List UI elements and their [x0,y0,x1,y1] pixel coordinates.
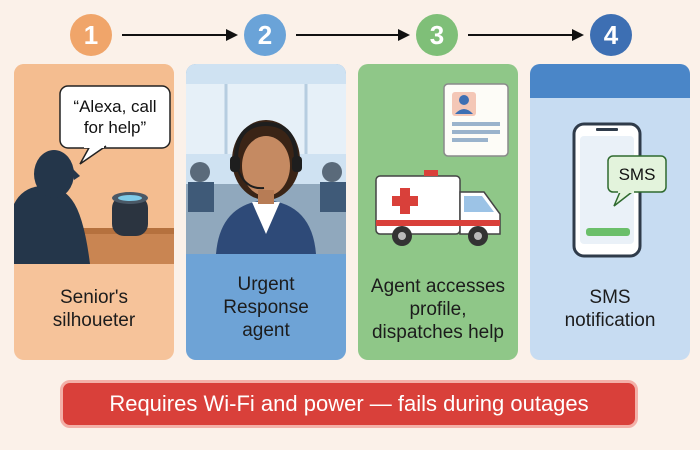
step-2-badge: 2 [244,14,286,56]
arrow-1-to-2 [122,29,238,41]
smart-speaker-icon [112,192,148,236]
headset-icon [230,121,302,190]
panel-senior: “Alexa, call for help” Senior's silhouet… [14,64,174,360]
warning-banner: Requires Wi-Fi and power — fails during … [60,380,638,428]
agent-illustration [186,64,346,254]
panel-dispatch: Agent accesses profile, dispatches help [358,64,518,360]
step-4-badge: 4 [590,14,632,56]
sms-bubble-text: SMS [618,165,656,184]
panel-agent-caption: Urgent Response agent [223,273,309,341]
sms-illustration [530,64,690,258]
step-1-badge: 1 [70,14,112,56]
sms-bubble-icon [607,155,667,207]
step-3-badge: 3 [416,14,458,56]
profile-card-icon [443,83,509,157]
panel-agent: Urgent Response agent [186,64,346,360]
panel-sms-caption: SMS notification [564,287,656,331]
panel-senior-caption: Senior's silhoueter [52,287,136,331]
arrow-3-to-4 [468,29,584,41]
arrow-2-to-3 [296,29,410,41]
speech-bubble [59,85,171,165]
panel-dispatch-caption: Agent accesses profile, dispatches help [370,275,506,343]
speech-bubble-text: “Alexa, call for help” [73,97,157,137]
ambulance-icon [375,170,501,246]
dispatch-illustration [375,83,509,246]
senior-illustration [14,64,174,264]
senior-silhouette-icon [14,150,90,264]
panel-sms: SMS SMS notification [530,64,690,360]
